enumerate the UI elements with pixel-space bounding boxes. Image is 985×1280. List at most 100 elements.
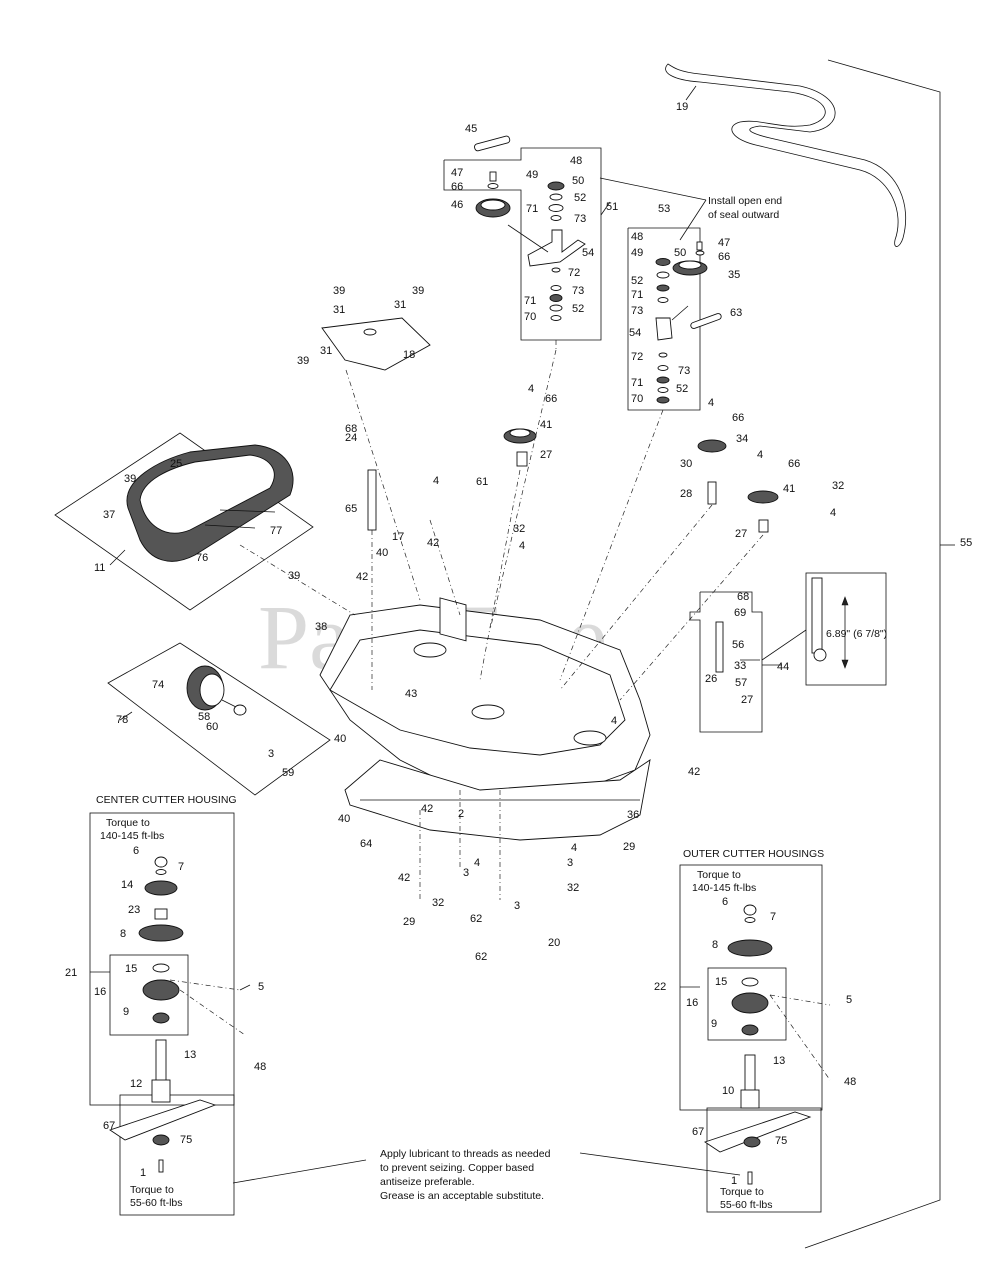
callout-c77: 77 xyxy=(270,525,282,537)
callout-c1a: 1 xyxy=(140,1167,146,1179)
callout-c52a: 52 xyxy=(574,192,586,204)
callout-c11: 11 xyxy=(94,562,105,574)
callout-c71a: 71 xyxy=(526,203,538,215)
callout-c42c: 42 xyxy=(688,766,700,778)
callout-c10: 10 xyxy=(722,1085,734,1097)
torque-note-hi-center-1: Torque to xyxy=(106,817,150,829)
callout-c39a: 39 xyxy=(333,285,345,297)
callout-c53: 53 xyxy=(658,203,670,215)
callout-c15b: 15 xyxy=(715,976,727,988)
callout-c66c: 66 xyxy=(545,393,557,405)
top-plate-18 xyxy=(321,317,431,371)
callout-c39c: 39 xyxy=(297,355,309,367)
callout-c47b: 47 xyxy=(718,237,730,249)
callout-c35: 35 xyxy=(728,269,740,281)
callout-c73a: 73 xyxy=(574,213,586,225)
callout-c3b: 3 xyxy=(463,867,469,879)
lube-note-line4: Grease is an acceptable substitute. xyxy=(380,1190,544,1202)
assembly-bracket-55 xyxy=(804,59,955,1249)
callout-c67b: 67 xyxy=(692,1126,704,1138)
callout-c36: 36 xyxy=(627,809,639,821)
callout-c31c: 31 xyxy=(320,345,332,357)
callout-c32d: 32 xyxy=(567,882,579,894)
callout-c50b: 50 xyxy=(674,247,686,259)
callout-c30: 30 xyxy=(680,458,692,470)
callout-c7a: 7 xyxy=(178,861,184,873)
callout-c70a: 70 xyxy=(524,311,536,323)
callout-c32b: 32 xyxy=(832,480,844,492)
callout-c32a: 32 xyxy=(513,523,525,535)
callout-c5a: 5 xyxy=(258,981,264,993)
callout-c73d: 73 xyxy=(678,365,690,377)
callout-c27a: 27 xyxy=(540,449,552,461)
callout-c71d: 71 xyxy=(631,377,643,389)
callout-c40b: 40 xyxy=(334,733,346,745)
callout-c48a: 48 xyxy=(570,155,582,167)
callout-c23: 23 xyxy=(128,904,140,916)
callout-c27b: 27 xyxy=(735,528,747,540)
callout-c29a: 29 xyxy=(623,841,635,853)
callout-c78: 78 xyxy=(116,714,128,726)
callout-c59: 59 xyxy=(282,767,294,779)
callout-c4c: 4 xyxy=(519,540,525,552)
callout-c52d: 52 xyxy=(676,383,688,395)
callout-c66b: 66 xyxy=(718,251,730,263)
callout-c24: 24 xyxy=(345,432,357,444)
callout-c3d: 3 xyxy=(514,900,520,912)
callout-c63: 63 xyxy=(730,307,742,319)
leader-lines xyxy=(90,177,760,1184)
callout-c73b: 73 xyxy=(572,285,584,297)
callout-c42a: 42 xyxy=(427,537,439,549)
callout-c15a: 15 xyxy=(125,963,137,975)
callout-c44: 44 xyxy=(777,661,789,673)
lube-note-line1: Apply lubricant to threads as needed xyxy=(380,1148,551,1160)
callout-c52c: 52 xyxy=(631,275,643,287)
callout-c4f: 4 xyxy=(830,507,836,519)
idler-assembly-51 xyxy=(443,135,602,341)
callout-c3c: 3 xyxy=(567,857,573,869)
torque-note-lo-outer-2: 55-60 ft-lbs xyxy=(720,1199,773,1211)
callout-c75a: 75 xyxy=(180,1134,192,1146)
callout-c37: 37 xyxy=(103,509,115,521)
callout-c73c: 73 xyxy=(631,305,643,317)
callout-c28: 28 xyxy=(680,488,692,500)
seal-note-line1: Install open end xyxy=(708,195,782,207)
callout-c29b: 29 xyxy=(403,916,415,928)
outer-cutter-housing-box xyxy=(679,864,823,1213)
callout-c6a: 6 xyxy=(133,845,139,857)
callout-c43: 43 xyxy=(405,688,417,700)
callout-c25: 25 xyxy=(170,458,182,470)
callout-c27c: 27 xyxy=(741,694,753,706)
torque-note-hi-outer-1: Torque to xyxy=(697,869,741,881)
callout-c39e: 39 xyxy=(288,570,300,582)
callout-c71b: 71 xyxy=(524,295,536,307)
callout-c5b: 5 xyxy=(846,994,852,1006)
dimension-label: 6.89" (6 7/8") xyxy=(826,628,887,640)
callout-c66d: 66 xyxy=(732,412,744,424)
seal-note-line2: of seal outward xyxy=(708,209,779,221)
callout-c54a: 54 xyxy=(582,247,594,259)
callout-c66a: 66 xyxy=(451,181,463,193)
callout-c13a: 13 xyxy=(184,1049,196,1061)
callout-c39d: 39 xyxy=(124,473,136,485)
callout-c65: 65 xyxy=(345,503,357,515)
callout-c16b: 16 xyxy=(686,997,698,1009)
torque-note-hi-center-2: 140-145 ft-lbs xyxy=(100,830,164,842)
callout-c22: 22 xyxy=(654,981,666,993)
notes: Install open end of seal outward 6.89" (… xyxy=(96,195,887,1211)
callout-c57: 57 xyxy=(735,677,747,689)
lube-note-line3: antiseize preferable. xyxy=(380,1176,475,1188)
callout-c6b: 6 xyxy=(722,896,728,908)
callout-c31a: 31 xyxy=(333,304,345,316)
torque-note-hi-outer-2: 140-145 ft-lbs xyxy=(692,882,756,894)
drive-belt xyxy=(665,63,907,247)
callout-c72a: 72 xyxy=(568,267,580,279)
callout-c75b: 75 xyxy=(775,1135,787,1147)
callout-c21: 21 xyxy=(65,967,77,979)
callout-c18: 18 xyxy=(403,349,415,361)
callout-c13b: 13 xyxy=(773,1055,785,1067)
callout-c38: 38 xyxy=(315,621,327,633)
callout-c49b: 49 xyxy=(631,247,643,259)
callout-c8b: 8 xyxy=(712,939,718,951)
callout-c74: 74 xyxy=(152,679,164,691)
